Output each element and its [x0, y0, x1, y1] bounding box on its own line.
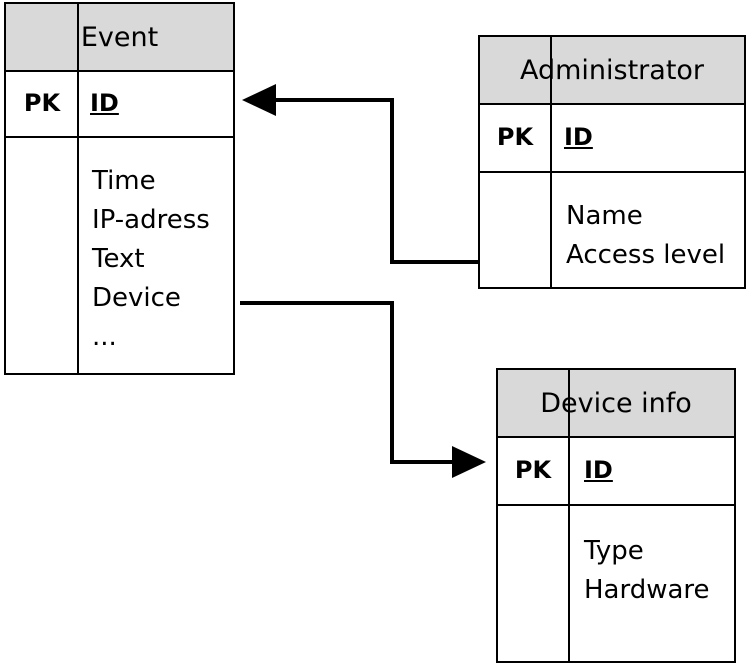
- attribute: Type: [584, 536, 644, 566]
- entity-event: Event PK ID Time IP-adress Text Device .…: [4, 2, 235, 375]
- entity-device-info-title: Device info: [540, 387, 692, 419]
- entity-event-title: Event: [80, 21, 159, 53]
- entity-device-info-header: Device info: [498, 370, 734, 438]
- attribute: IP-adress: [92, 205, 210, 235]
- entity-administrator: Administrator PK ID Name Access level: [478, 35, 746, 289]
- attribute: Device: [92, 283, 181, 313]
- attribute: Hardware: [584, 575, 710, 605]
- pk-label: PK: [23, 89, 61, 117]
- column-divider: [77, 4, 79, 373]
- pk-field: ID: [584, 456, 613, 484]
- pk-field: ID: [564, 123, 593, 151]
- connector-event-to-device-info: [240, 301, 456, 464]
- pk-label: PK: [514, 456, 552, 484]
- arrowhead-left-icon: [242, 84, 276, 116]
- attribute: Text: [92, 244, 145, 274]
- attribute: Name: [566, 201, 643, 231]
- entity-event-header: Event: [6, 4, 233, 72]
- attribute: Time: [92, 166, 156, 196]
- pk-field: ID: [90, 89, 119, 117]
- entity-administrator-pk-row: PK ID: [480, 103, 744, 173]
- attribute: Access level: [566, 240, 726, 270]
- arrowhead-right-icon: [452, 446, 486, 478]
- attribute: ...: [92, 322, 117, 352]
- column-divider: [568, 370, 570, 661]
- entity-administrator-attributes: Name Access level: [566, 197, 725, 275]
- entity-device-info-pk-row: PK ID: [498, 436, 734, 506]
- entity-device-info-attributes: Type Hardware: [584, 532, 710, 610]
- entity-device-info: Device info PK ID Type Hardware: [496, 368, 736, 663]
- entity-event-attributes: Time IP-adress Text Device ...: [92, 162, 210, 357]
- connector-administrator-to-event: [272, 98, 480, 264]
- entity-event-pk-row: PK ID: [6, 70, 233, 138]
- column-divider: [550, 37, 552, 287]
- pk-label: PK: [496, 123, 534, 151]
